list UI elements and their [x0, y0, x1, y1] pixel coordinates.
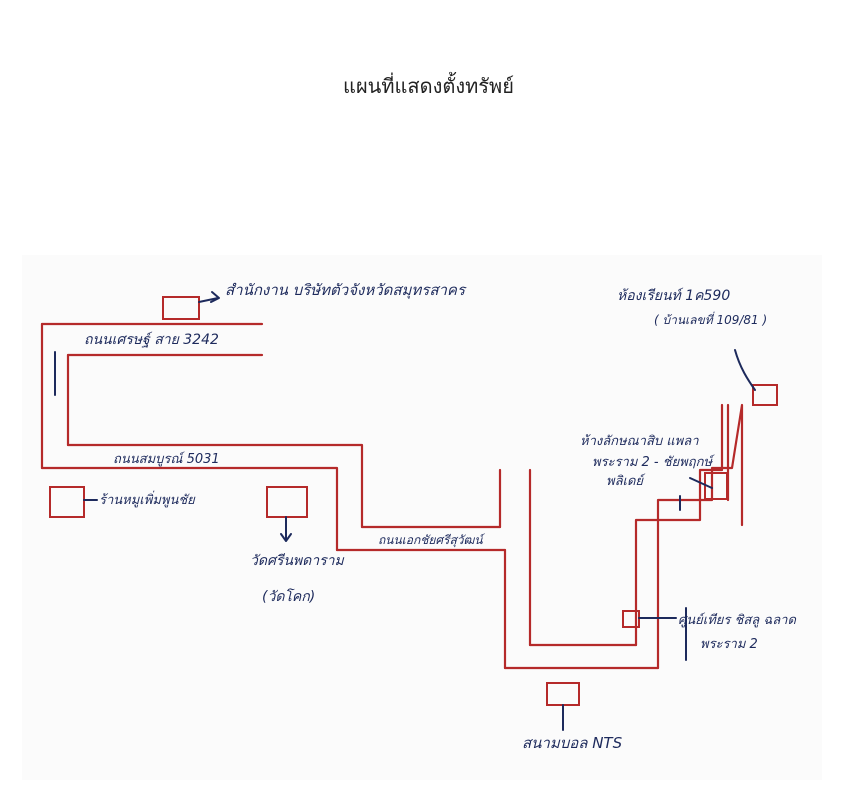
hospital-box [704, 472, 728, 500]
road-right-step-outer [656, 403, 744, 670]
hospital-label-line1: ห้างลักษณาสิบ แพลา [580, 434, 699, 449]
road-5031-top-edge [66, 443, 364, 529]
road-right-label: ถนนเอกชัยศรีสุวัฒน์ [378, 533, 486, 548]
hospital-pointer [689, 477, 713, 489]
office-label: สำนักงาน บริษัทตัวจังหวัดสมุทรสาคร [225, 281, 467, 299]
shop-label: ร้านหมูเพิ่มพูนชัย [99, 490, 196, 508]
temple-arrow-head-icon [280, 533, 292, 542]
school-label: ห้องเรียนท์ 1ค590 [617, 287, 730, 304]
school-box [752, 384, 778, 406]
college-label-line2: พระราม 2 [700, 637, 758, 652]
temple-paren-label: (วัดโคก) [262, 588, 315, 605]
school-paren-label: ( บ้านเลขที่ 109/81 ) [654, 311, 767, 327]
road-5031-label: ถนนสมบูรณ์ 5031 [113, 451, 220, 467]
stadium-label: สนามบอล NTS [522, 734, 623, 752]
hospital-label-line3: พลิเดย์ [606, 473, 646, 489]
office-arrow-icon [198, 297, 219, 303]
sketch-paper [22, 255, 822, 780]
hospital-label-line2: พระราม 2 - ชัยพฤกษ์ [592, 454, 715, 470]
pointers [54, 291, 756, 731]
road-5031-bottom-edge [40, 466, 339, 552]
map-labels: สำนักงาน บริษัทตัวจังหวัดสมุทรสาคร ถนนเศ… [84, 281, 796, 752]
temple-label: วัดศรีนพดาราม [250, 553, 344, 569]
office-arrow-head-icon [210, 291, 220, 303]
temple-box [266, 486, 308, 518]
shop-box [49, 486, 85, 518]
page-title: แผนที่แสดงตั้งทรัพย์ [343, 74, 514, 98]
landmarks [49, 296, 778, 706]
stadium-box [546, 682, 580, 706]
office-box [162, 296, 200, 320]
school-pointer [734, 349, 756, 391]
college-label-line1: ศูนย์เทียร ชิสลู ฉลาด [678, 612, 796, 628]
road-3242-label: ถนนเศรษฐ์ สาย 3242 [84, 331, 219, 348]
road-right-step-inner [634, 403, 724, 647]
